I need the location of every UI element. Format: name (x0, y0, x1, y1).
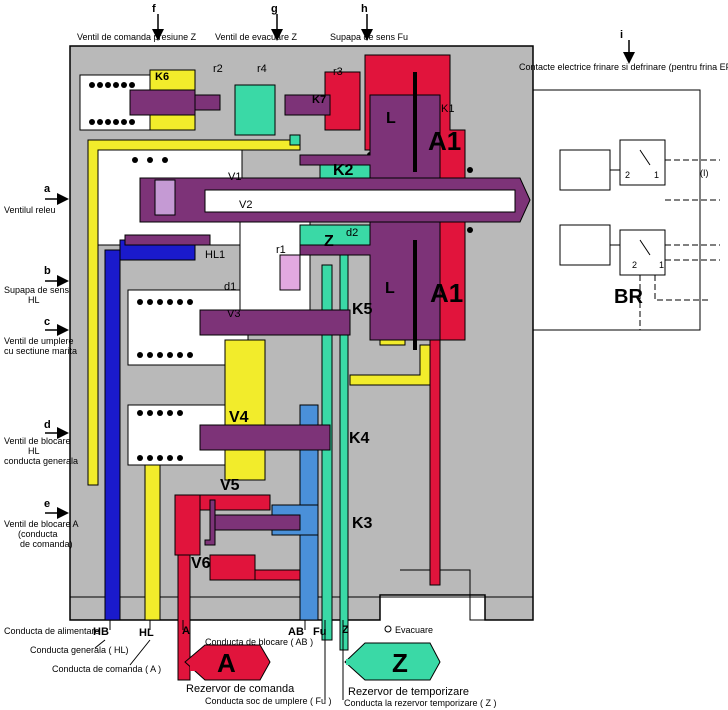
label-e-desc-2: (conducta (18, 529, 58, 539)
contacts-housing-bottom (400, 330, 534, 621)
label-k5: K5 (352, 301, 373, 318)
label-a-desc: Ventilul releu (4, 205, 56, 215)
label-b-desc-2: HL (28, 295, 40, 305)
label-g-desc: Ventil de evacuare Z (215, 32, 298, 42)
reservoir-z-caption: Rezervor de temporizare (348, 686, 469, 698)
label-i-desc: Contacte electrice frinare si defrinare … (519, 62, 728, 72)
label-comanda: Conducta de comanda ( A ) (52, 664, 161, 674)
label-a1-top: A1 (428, 126, 461, 156)
label-k2: K2 (333, 162, 354, 179)
label-v2: V2 (239, 199, 252, 211)
label-r1: r1 (276, 244, 286, 256)
reservoir-a-shape (184, 644, 271, 681)
label-l-bottom: L (385, 280, 395, 297)
v1-insert (154, 179, 176, 216)
label-contact-i: (I) (700, 168, 709, 178)
label-r2: r2 (213, 63, 223, 75)
label-d-desc-1: Ventil de blocare (4, 436, 71, 446)
label-br: BR (614, 286, 643, 308)
label-d2: d2 (346, 227, 358, 239)
reservoir-z-letter: Z (392, 648, 408, 678)
separator-bar-2 (413, 240, 417, 350)
label-v1: V1 (228, 171, 241, 183)
label-k6: K6 (155, 71, 169, 83)
contacts-schematic (559, 139, 720, 330)
label-f-desc: Ventil de comanda presiune Z (77, 32, 197, 42)
label-z-inner: Z (324, 233, 334, 250)
label-k4: K4 (349, 430, 370, 447)
label-r4: r4 (257, 63, 267, 75)
label-z-port: Z (342, 624, 349, 636)
label-a-port: A (182, 625, 190, 637)
contacts-housing (533, 89, 701, 331)
label-r3: r3 (333, 66, 343, 78)
label-fu: Fu (313, 626, 326, 638)
label-contact-1a: 1 (654, 170, 659, 180)
label-contact-2a: 2 (625, 170, 630, 180)
label-generala: Conducta generala ( HL) (30, 645, 129, 655)
green-passages (234, 84, 376, 651)
label-e-desc-1: Ventil de blocare A (4, 519, 79, 529)
separator-bar (413, 72, 417, 172)
label-d1: d1 (224, 281, 236, 293)
label-d-desc-2: HL (28, 446, 40, 456)
label-v4: V4 (229, 409, 249, 426)
label-a: a (44, 183, 51, 195)
reservoir-a-caption: Rezervor de comanda (186, 683, 295, 695)
label-d-desc-3: conducta generala (4, 456, 78, 466)
label-alimentare: Conducta de alimentare (4, 626, 100, 636)
label-hb: HB (93, 626, 109, 638)
label-e-desc-3: de comanda) (20, 539, 73, 549)
label-i: i (620, 29, 623, 41)
label-hl1: HL1 (205, 249, 225, 261)
label-k1: K1 (441, 103, 454, 115)
label-f: f (152, 3, 156, 15)
label-contact-1b: 1 (659, 260, 664, 270)
label-blocare: Conducta de blocare ( AB ) (205, 637, 313, 647)
label-hl: HL (139, 627, 154, 639)
label-d: d (44, 419, 51, 431)
reservoir-z-shape (344, 642, 441, 681)
label-b: b (44, 265, 51, 277)
label-c-desc-2: cu sectiune marita (4, 346, 77, 356)
evacuation-port (384, 625, 392, 633)
label-contact-2b: 2 (632, 260, 637, 270)
arrows (45, 14, 635, 519)
label-h-desc: Supapa de sens Fu (330, 32, 408, 42)
label-h: h (361, 3, 368, 15)
label-g: g (271, 3, 278, 15)
central-bore (204, 189, 516, 213)
label-c: c (44, 316, 50, 328)
label-v5: V5 (220, 477, 240, 494)
label-evacuare: Evacuare (395, 625, 433, 635)
label-temporizare: Conducta la rezervor temporizare ( Z ) (344, 698, 497, 708)
reservoir-a-letter: A (217, 648, 236, 678)
label-c-desc-1: Ventil de umplere (4, 336, 74, 346)
label-e: e (44, 498, 50, 510)
label-ab: AB (288, 626, 304, 638)
leader-lines (94, 620, 344, 700)
label-k7: K7 (312, 94, 326, 106)
label-b-desc-1: Supapa de sens (4, 285, 70, 295)
label-soc: Conducta soc de umplere ( Fu ) (205, 696, 332, 706)
label-v6: V6 (191, 555, 211, 572)
label-k3: K3 (352, 515, 373, 532)
label-a1-bottom: A1 (430, 278, 463, 308)
label-l-top: L (386, 110, 396, 127)
label-v3: V3 (227, 308, 240, 320)
